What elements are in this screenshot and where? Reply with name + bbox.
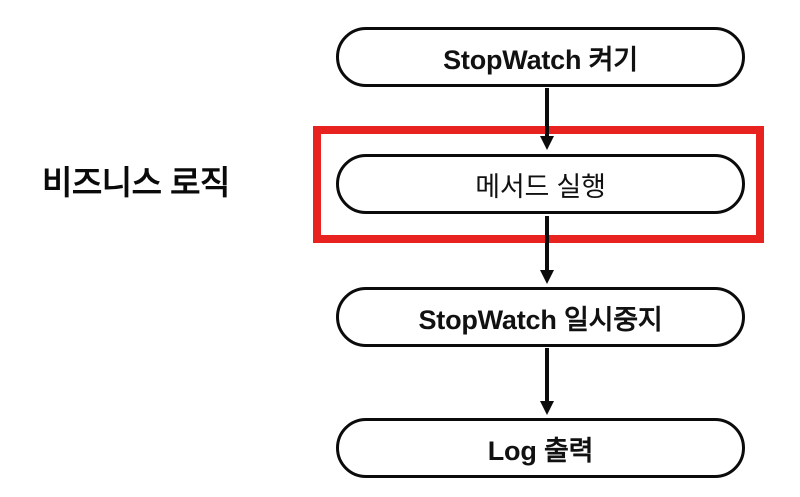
flow-node-label: StopWatch 켜기 (443, 44, 638, 75)
flow-node-label: Log 출력 (487, 435, 594, 466)
arrow-head-down-icon (540, 136, 554, 150)
flow-node-stopwatch-start[interactable]: StopWatch 켜기 (336, 27, 745, 87)
flow-node-label: StopWatch 일시중지 (418, 304, 663, 335)
connector-arrow-2 (540, 216, 554, 286)
arrow-shaft (545, 216, 549, 271)
arrow-head-down-icon (540, 270, 554, 284)
arrow-shaft (545, 88, 549, 138)
arrow-head-down-icon (540, 401, 554, 415)
connector-arrow-1 (540, 88, 554, 152)
section-label-business-logic: 비즈니스 로직 (42, 164, 230, 201)
flow-node-method-execution[interactable]: 메서드 실행 (336, 154, 745, 214)
flow-node-label: 메서드 실행 (475, 171, 606, 202)
flow-node-stopwatch-pause[interactable]: StopWatch 일시중지 (336, 287, 745, 347)
flow-node-log-output[interactable]: Log 출력 (336, 418, 745, 478)
arrow-shaft (545, 348, 549, 402)
connector-arrow-3 (540, 348, 554, 417)
red-highlight-rectangle (313, 126, 764, 243)
